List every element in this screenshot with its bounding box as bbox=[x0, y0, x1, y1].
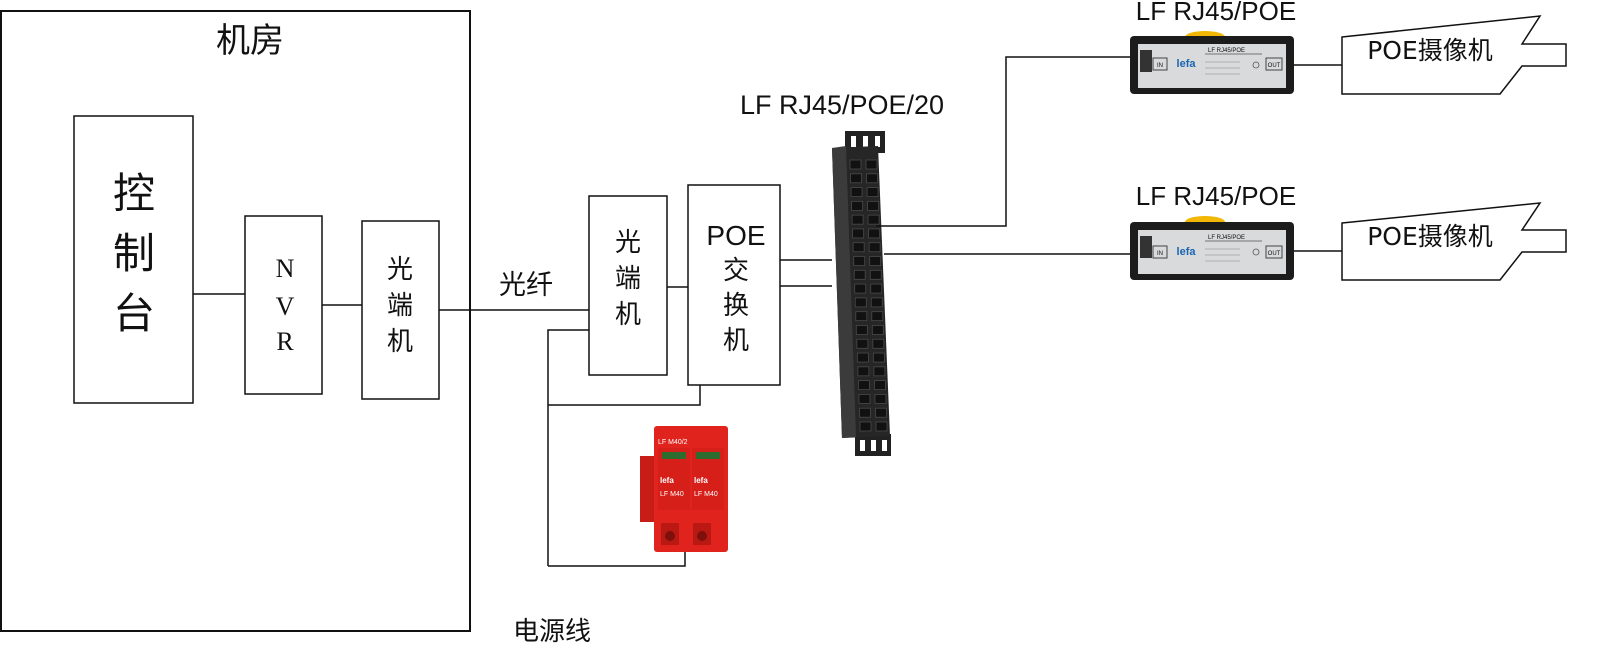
camera-top-shape bbox=[1341, 15, 1567, 95]
rj45-port bbox=[850, 173, 862, 184]
rj45-port bbox=[866, 187, 879, 197]
rj45-port bbox=[854, 283, 867, 294]
camera-top-label: POE摄像机 bbox=[1367, 36, 1493, 65]
camera-bottom-shape bbox=[1341, 202, 1567, 281]
room-frame bbox=[0, 10, 471, 632]
protector-bottom-brand: lefa bbox=[1177, 246, 1197, 258]
protector-bottom-port-in: IN bbox=[1157, 251, 1163, 257]
rj45-port bbox=[859, 421, 872, 432]
rj45-port bbox=[859, 407, 871, 418]
optical-left-label-1: 光 bbox=[387, 255, 413, 285]
rj45-port bbox=[869, 269, 882, 280]
power-spd-module-2: LF M40 bbox=[694, 491, 718, 498]
rj45-port bbox=[854, 297, 867, 308]
nvr-label-3: R bbox=[276, 327, 294, 356]
rj45-port bbox=[849, 159, 862, 170]
patch-panel-ports bbox=[849, 159, 888, 432]
protector-top-brand: lefa bbox=[1177, 58, 1197, 70]
rj45-port bbox=[866, 173, 878, 184]
poe-switch-label-3: 换 bbox=[723, 291, 749, 321]
rj45-port bbox=[858, 394, 871, 404]
rj45-port bbox=[875, 421, 888, 432]
rj45-port bbox=[851, 214, 864, 225]
room-label: 机房 bbox=[216, 21, 284, 61]
protector-bottom-model-small: LF RJ45/POE bbox=[1208, 235, 1245, 241]
rj45-port bbox=[852, 228, 865, 239]
rj45-port bbox=[858, 380, 870, 391]
power-spd-brand-2: lefa bbox=[694, 476, 708, 485]
camera-bottom-label: POE摄像机 bbox=[1367, 222, 1493, 251]
optical-left-label-3: 机 bbox=[387, 327, 413, 357]
optical-right-label-1: 光 bbox=[615, 228, 641, 258]
rj45-port bbox=[871, 311, 884, 322]
rj45-port bbox=[850, 187, 863, 197]
console-label-1: 控 bbox=[113, 169, 155, 218]
rj45-port bbox=[856, 352, 869, 363]
rj45-port bbox=[867, 200, 879, 211]
console-label-3: 台 bbox=[113, 289, 155, 338]
rj45-port bbox=[851, 200, 863, 211]
rj45-port bbox=[855, 311, 868, 322]
protector-top-model-small: LF RJ45/POE bbox=[1208, 48, 1245, 54]
rj45-port bbox=[856, 338, 869, 349]
rj45-port bbox=[857, 366, 870, 377]
power-spd-image bbox=[640, 426, 728, 552]
power-spd-brand-1: lefa bbox=[660, 476, 674, 485]
rj45-port bbox=[871, 325, 884, 335]
rj45-port bbox=[868, 242, 881, 253]
protector-top-label: LF RJ45/POE bbox=[1136, 0, 1296, 26]
rj45-port bbox=[874, 380, 886, 391]
link-panel-protector-top bbox=[876, 56, 1130, 227]
protector-top-port-in: IN bbox=[1157, 63, 1163, 69]
poe-switch-label-1: POE bbox=[706, 220, 765, 251]
power-line-switch bbox=[548, 385, 701, 406]
console-box bbox=[73, 115, 194, 404]
rj45-port bbox=[852, 242, 865, 253]
protector-bottom-port-out: OUT bbox=[1268, 251, 1281, 257]
poe-switch-label-2: 交 bbox=[723, 256, 749, 286]
protector-top-image bbox=[1130, 31, 1294, 94]
rj45-port bbox=[853, 269, 866, 280]
rj45-port bbox=[872, 352, 885, 363]
poe-switch-label-4: 机 bbox=[723, 326, 749, 356]
rj45-port bbox=[865, 159, 878, 170]
rj45-port bbox=[874, 394, 887, 404]
rj45-port bbox=[872, 338, 885, 349]
power-line-spd bbox=[548, 552, 686, 567]
rj45-port bbox=[875, 407, 887, 418]
optical-terminal-right-box bbox=[588, 195, 668, 376]
rj45-port bbox=[870, 297, 883, 308]
nvr-box bbox=[244, 215, 323, 395]
nvr-label-1: N bbox=[276, 254, 295, 283]
fiber-label: 光纤 bbox=[499, 270, 553, 301]
rj45-port bbox=[869, 256, 882, 266]
protector-bottom-label: LF RJ45/POE bbox=[1136, 181, 1296, 211]
rj45-port bbox=[873, 366, 886, 377]
optical-right-label-2: 端 bbox=[615, 264, 641, 294]
patch-panel-label: LF RJ45/POE/20 bbox=[740, 90, 944, 120]
optical-left-label-2: 端 bbox=[387, 291, 413, 321]
power-line-optical bbox=[547, 329, 589, 566]
power-line-label: 电源线 bbox=[513, 617, 591, 647]
power-spd-module-1: LF M40 bbox=[660, 491, 684, 498]
rj45-port bbox=[855, 325, 868, 335]
rj45-port bbox=[868, 228, 881, 239]
protector-top-port-out: OUT bbox=[1268, 63, 1281, 69]
nvr-label-2: V bbox=[276, 292, 295, 321]
optical-right-label-3: 机 bbox=[615, 300, 641, 330]
poe-switch-box bbox=[687, 184, 781, 386]
rj45-port bbox=[870, 283, 883, 294]
rj45-port bbox=[867, 214, 880, 225]
console-label-2: 制 bbox=[113, 229, 155, 278]
power-spd-model: LF M40/2 bbox=[658, 439, 688, 446]
rj45-port bbox=[853, 256, 866, 266]
protector-bottom-image bbox=[1130, 216, 1294, 280]
